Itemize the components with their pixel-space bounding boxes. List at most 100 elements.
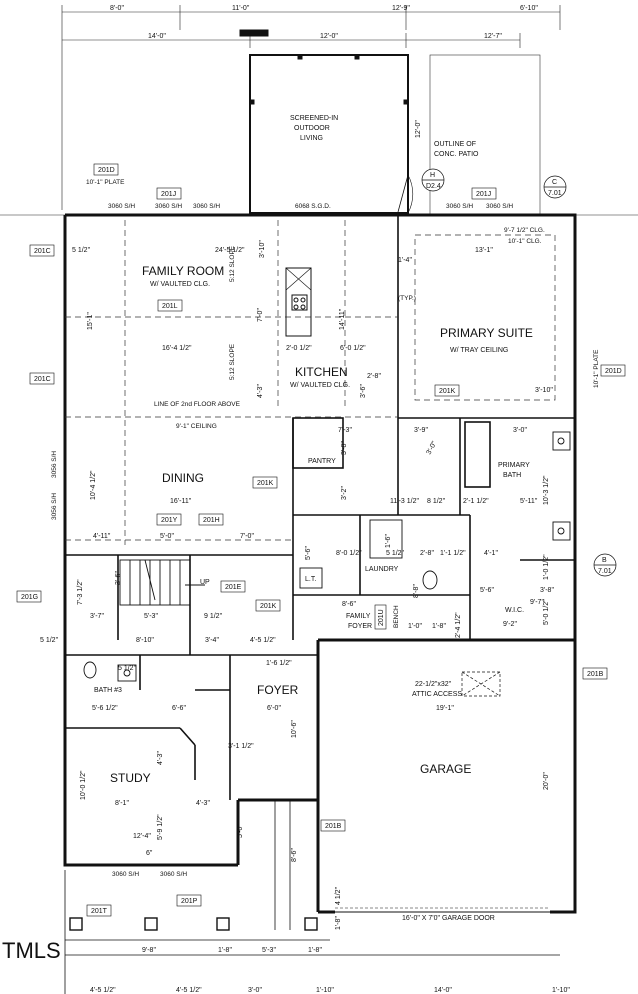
attic-label-2: ATTIC ACCESS <box>412 691 462 698</box>
study-label: STUDY <box>110 771 151 785</box>
dim-47: 9'-2" <box>503 621 517 628</box>
watermark: TMLS <box>2 938 61 963</box>
tag-201h: 201H <box>203 517 220 524</box>
stairs <box>119 559 205 606</box>
dim-54: 19'-1" <box>436 705 454 712</box>
kitchen-label: KITCHEN <box>295 365 348 379</box>
dim-39: 3'-7" <box>90 613 104 620</box>
plate-right-note: 10'-1" PLATE <box>593 349 600 388</box>
dim-77: 1'-6" <box>385 534 392 548</box>
exterior-walls <box>63 213 577 914</box>
dim-20: 16'-11" <box>170 498 192 505</box>
slope-a-note: 5:12 SLOPE <box>229 245 236 282</box>
dim-top-3: 12'-9" <box>392 5 410 12</box>
dim-72: 1'-8" <box>335 916 342 930</box>
dim-bottom-4: 1'-8" <box>308 947 322 954</box>
dim-71: 4 1/2" <box>335 886 342 905</box>
callout-circles <box>421 168 617 577</box>
primary-suite-label: PRIMARY SUITE <box>440 326 533 340</box>
dim-27: 4'-11" <box>93 533 111 540</box>
tag-201t: 201T <box>91 908 108 915</box>
dim-58: 8'-1" <box>115 800 129 807</box>
dim-59: 4'-3" <box>196 800 210 807</box>
primary-bath-label-1: PRIMARY <box>498 462 530 469</box>
dim-69: 1'-8" <box>432 623 446 630</box>
tag-201j-b: 201J <box>476 191 491 198</box>
kitchen-island <box>285 267 312 337</box>
window-rear-2: 3060 S/H <box>155 203 182 210</box>
floor-above-note: LINE OF 2nd FLOOR ABOVE <box>154 401 241 408</box>
dim-18: 3'-0" <box>513 427 527 434</box>
dim-32: 2'-8" <box>420 550 434 557</box>
foyer-label: FOYER <box>257 683 299 697</box>
kitchen-sub: W/ VAULTED CLG. <box>290 382 350 389</box>
dim-49: 1'-6 1/2" <box>266 660 292 667</box>
dim-15: 7'-3" <box>338 427 352 434</box>
dim-5: 7'-0" <box>257 308 264 322</box>
laundry-label: LAUNDRY <box>365 566 399 573</box>
dim-bottom-8: 1'-10" <box>316 987 334 994</box>
window-study-2: 3060 S/H <box>160 871 187 878</box>
screened-label-1: SCREENED-IN <box>290 115 338 122</box>
dim-6: 16'-4 1/2" <box>162 345 192 352</box>
dim-bottom-2: 1'-8" <box>218 947 232 954</box>
callout-h: H <box>430 172 435 179</box>
dim-74: 8'-8" <box>413 584 420 598</box>
dim-36: 3'-8" <box>540 587 554 594</box>
callout-c-sub: 7.01 <box>548 190 562 197</box>
window-rear-3: 3060 S/H <box>193 203 220 210</box>
dim-bottom-5: 4'-5 1/2" <box>90 987 116 994</box>
slope-b-note: 5:12 SLOPE <box>229 343 236 380</box>
dim-bottom-9: 14'-0" <box>434 987 452 994</box>
dim-61: 5'-9 1/2" <box>157 814 164 840</box>
dim-top-5: 14'-0" <box>148 33 166 40</box>
screened-label-3: LIVING <box>300 135 323 142</box>
bath3-label: BATH #3 <box>94 687 122 694</box>
pantry-label: PANTRY <box>308 458 336 465</box>
dim-57: 4'-3" <box>157 751 164 765</box>
tag-201c-b: 201C <box>34 376 51 383</box>
dim-bottom-3: 5'-3" <box>262 947 276 954</box>
garage-label: GARAGE <box>420 762 471 776</box>
dim-22: 11'-3 1/2" <box>390 498 420 505</box>
dim-31: 5 1/2" <box>386 550 405 557</box>
plate-left-note: 10'-1" PLATE <box>86 179 125 186</box>
clg-b-note: 10'-1" CLG. <box>508 238 542 245</box>
family-room-sub: W/ VAULTED CLG. <box>150 281 210 288</box>
tag-201b-b: 201B <box>325 823 342 830</box>
fixtures <box>83 431 571 682</box>
patio-label-2: CONC. PATIO <box>434 151 479 158</box>
dim-66: 9'-7" <box>530 599 544 606</box>
front-porch <box>64 800 560 994</box>
tag-201c-a: 201C <box>34 248 51 255</box>
window-side-2: 3056 S/H <box>51 493 58 520</box>
dim-40: 5'-3" <box>144 613 158 620</box>
dim-25: 5'-11" <box>520 498 538 505</box>
dim-garage-door: 16'-0" X 7'0" GARAGE DOOR <box>402 915 495 922</box>
attic-label-1: 22-1/2"x32" <box>415 681 452 688</box>
dim-29: 7'-0" <box>240 533 254 540</box>
dim-37: 7'-3 1/2" <box>77 579 84 605</box>
dim-38: 3'-6" <box>115 571 122 585</box>
window-side-1: 3056 S/H <box>51 451 58 478</box>
dim-48: 5'-0 1/2" <box>543 599 550 625</box>
dim-34: 4'-1" <box>484 550 498 557</box>
dim-9: 14'-11" <box>339 308 346 330</box>
window-slider: 6068 S.G.D. <box>295 203 331 210</box>
dim-78: 3'-6" <box>360 384 367 398</box>
dim-23: 8 1/2" <box>427 498 446 505</box>
dim-2: 24'-5 1/2" <box>215 247 245 254</box>
dim-porch-depth: 12'-0" <box>415 120 422 138</box>
dim-53: 6'-0" <box>267 705 281 712</box>
dim-65: 10'-0 1/2" <box>80 770 87 800</box>
dim-51: 5'-6 1/2" <box>92 705 118 712</box>
bench-label: BENCH <box>393 605 400 628</box>
dim-55: 10'-6" <box>291 720 298 738</box>
dim-top-6: 12'-0" <box>320 33 338 40</box>
dim-50: 5 1/2" <box>118 665 137 672</box>
dim-top-4: 6'-10" <box>520 5 538 12</box>
callout-c: C <box>552 179 557 186</box>
tag-201d: 201D <box>98 167 115 174</box>
dim-75: 3'-0" <box>426 440 439 456</box>
